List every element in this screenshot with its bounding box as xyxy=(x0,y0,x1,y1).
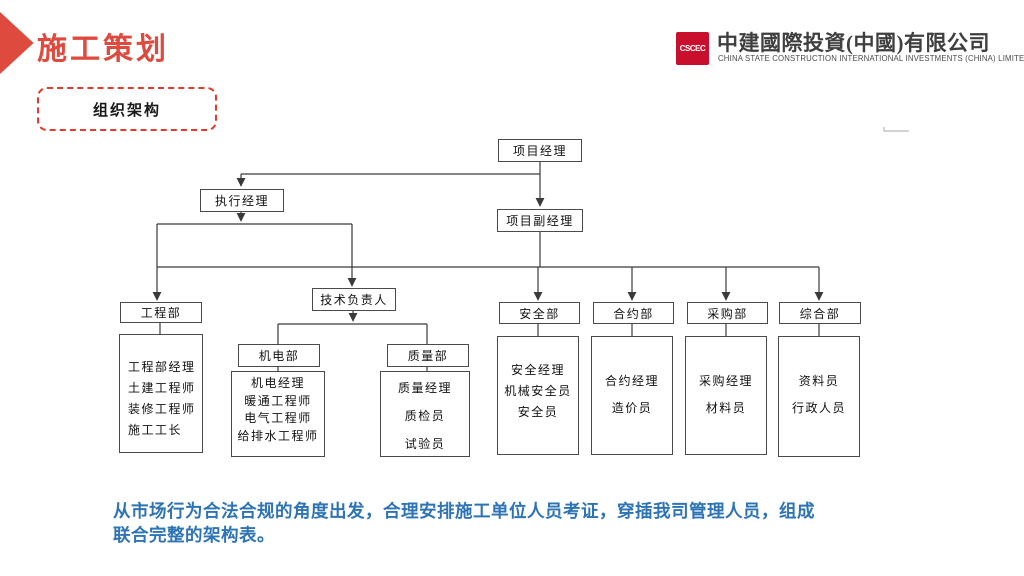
org-node-safety-dept: 安全部 xyxy=(499,302,580,324)
org-list-safety: 安全经理机械安全员安全员 xyxy=(497,336,579,455)
org-list-item: 行政人员 xyxy=(791,401,846,415)
org-list-general: 资料员行政人员 xyxy=(778,336,860,457)
org-list-item: 质检员 xyxy=(404,409,446,423)
org-list-quality: 质量经理质检员试验员 xyxy=(380,371,470,457)
org-list-item: 机械安全员 xyxy=(504,384,572,398)
org-list-mep: 机电经理暖通工程师电气工程师给排水工程师 xyxy=(231,371,325,457)
org-list-item: 工程部经理 xyxy=(128,360,196,374)
org-node-engineering-dept: 工程部 xyxy=(120,302,202,323)
org-list-item: 材料员 xyxy=(705,401,747,415)
org-list-item: 暖通工程师 xyxy=(244,393,312,408)
org-node-contract-dept: 合约部 xyxy=(593,302,674,324)
org-list-item: 装修工程师 xyxy=(128,402,196,416)
footer-line: 联合完整的架构表。 xyxy=(113,525,275,545)
page-title: 施工策划 xyxy=(37,33,169,66)
org-node-quality-dept: 质量部 xyxy=(387,344,469,367)
org-list-item: 造价员 xyxy=(611,401,653,415)
org-list-contract: 合约经理造价员 xyxy=(591,336,673,455)
org-node-procurement-dept: 采购部 xyxy=(687,302,768,324)
footer-line: 从市场行为合法合规的角度出发，合理安排施工单位人员考证，穿插我司管理人员，组成 xyxy=(113,501,815,521)
org-node-mep-dept: 机电部 xyxy=(238,344,320,367)
org-node-technical-director: 技术负责人 xyxy=(312,288,396,311)
org-list-item: 采购经理 xyxy=(698,374,753,388)
footer-note: 从市场行为合法合规的角度出发，合理安排施工单位人员考证，穿插我司管理人员，组成 … xyxy=(113,499,933,547)
org-list-item: 质量经理 xyxy=(397,381,452,395)
cscec-logo-icon: CSCEC xyxy=(676,32,709,65)
org-node-deputy-project-manager: 项目副经理 xyxy=(497,209,583,232)
double-chevron-right-icon xyxy=(0,12,34,74)
org-list-item: 资料员 xyxy=(798,374,840,388)
org-list-item: 给排水工程师 xyxy=(237,428,319,443)
org-list-item: 土建工程师 xyxy=(128,381,196,395)
org-list-engineering: 工程部经理土建工程师装修工程师施工工长 xyxy=(119,334,203,453)
section-badge: 组织架构 xyxy=(37,87,217,131)
org-node-project-manager: 项目经理 xyxy=(498,139,582,162)
org-list-item: 合约经理 xyxy=(604,374,659,388)
org-list-procurement: 采购经理材料员 xyxy=(685,336,767,455)
org-list-item: 施工工长 xyxy=(128,423,183,437)
org-list-item: 机电经理 xyxy=(250,376,305,390)
org-list-item: 电气工程师 xyxy=(244,411,312,425)
logo-mark-text: CSCEC xyxy=(679,44,706,53)
org-list-item: 安全经理 xyxy=(510,363,565,377)
org-list-item: 试验员 xyxy=(404,437,446,451)
company-name-en: CHINA STATE CONSTRUCTION INTERNATIONAL I… xyxy=(718,54,1024,63)
org-node-general-dept: 综合部 xyxy=(779,302,861,324)
company-name-cn: 中建國際投資(中國)有限公司 xyxy=(717,31,990,55)
org-list-item: 安全员 xyxy=(517,405,559,419)
org-node-executive-manager: 执行经理 xyxy=(200,189,284,212)
stray-mark xyxy=(883,127,909,132)
